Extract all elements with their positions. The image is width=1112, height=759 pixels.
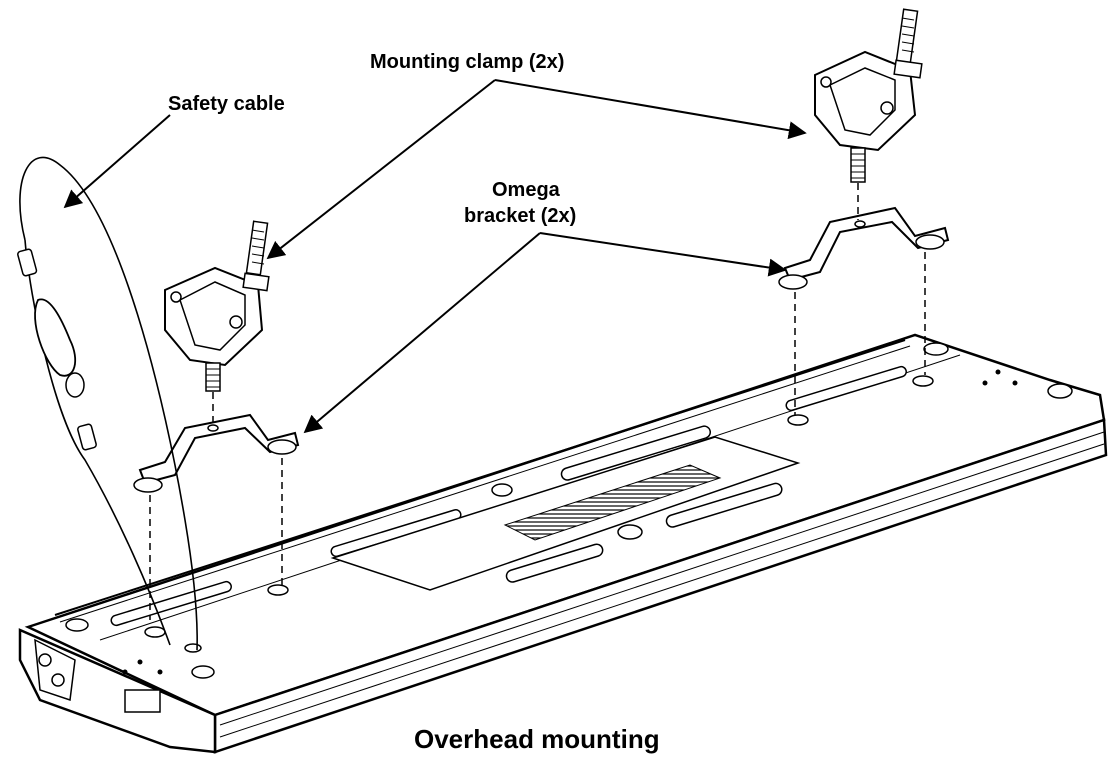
- arrow-omega-right: [539, 232, 787, 277]
- right-omega-bracket: [778, 206, 950, 290]
- alignment-lines: [149, 183, 926, 620]
- label-omega-bracket-line2: bracket (2x): [464, 205, 576, 227]
- fixture-body: [18, 333, 1108, 754]
- left-mounting-clamp: [164, 220, 270, 392]
- callout-arrows: [63, 79, 807, 434]
- arrow-omega-left: [303, 232, 541, 434]
- arrow-safety-cable: [63, 114, 171, 209]
- left-omega-bracket: [133, 413, 300, 493]
- arrow-clamp-right: [494, 79, 807, 140]
- label-mounting-clamp: Mounting clamp (2x): [370, 51, 564, 73]
- right-mounting-clamp: [814, 8, 923, 183]
- arrow-clamp-left: [266, 79, 496, 260]
- caption-overhead-mounting: Overhead mounting: [414, 724, 660, 754]
- safety-cable: [17, 156, 198, 651]
- label-omega-bracket-line1: Omega: [492, 179, 561, 201]
- label-safety-cable: Safety cable: [168, 93, 285, 115]
